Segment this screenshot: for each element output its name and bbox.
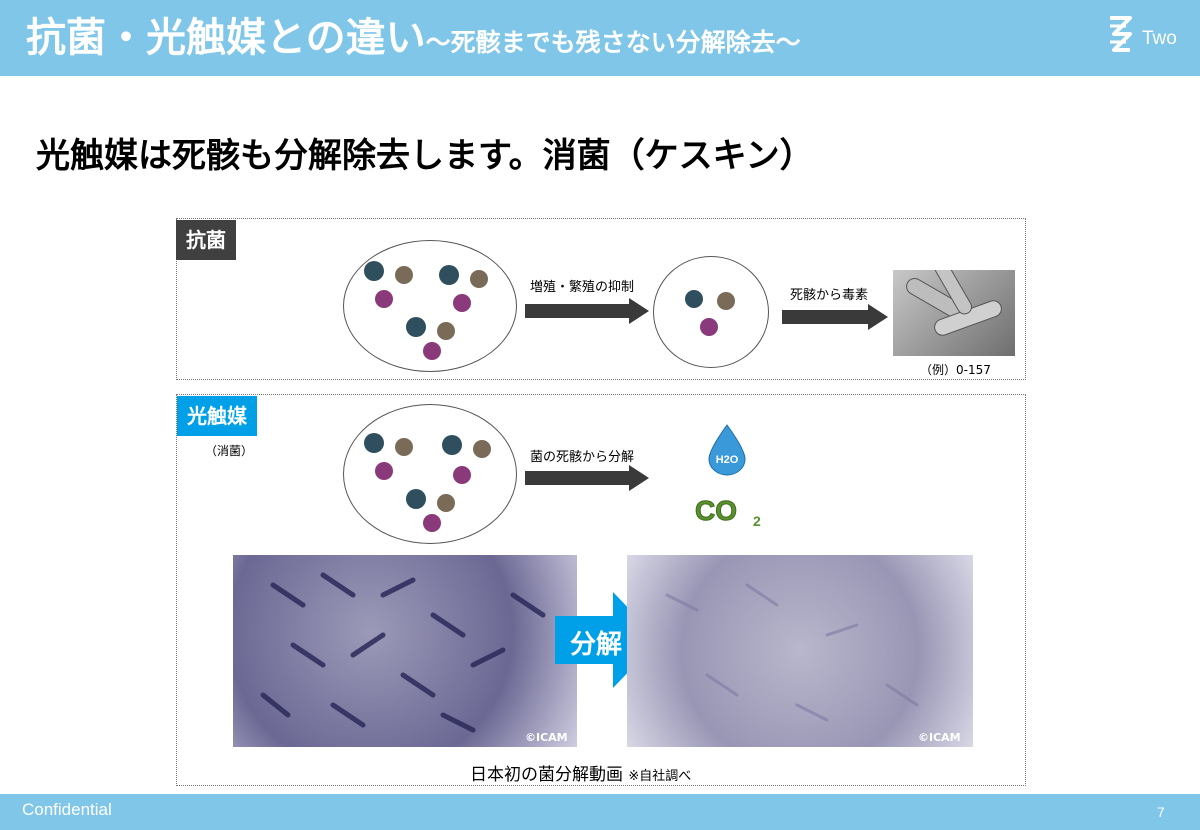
two-logo-icon (1110, 16, 1132, 52)
arrow-decompose-label: 菌の死骸から分解 (530, 450, 635, 465)
title-sub: ～死骸までも残さない分解除去～ (425, 28, 801, 57)
page-number: 7 (1157, 804, 1165, 820)
arrow-suppress-icon (525, 298, 649, 324)
bacteria-icon (364, 433, 491, 532)
after-micrograph (627, 555, 973, 747)
h2o-drop-icon: H2O (708, 424, 746, 476)
decompose-arrow-label: 分解 (570, 630, 623, 660)
before-micrograph (233, 555, 577, 747)
co2-icon: CO 2 (695, 495, 762, 530)
after-credit: ©ICAM (918, 731, 961, 744)
video-caption: 日本初の菌分解動画 ※自社調べ (470, 760, 691, 785)
photocatalyst-label: 光触媒 (177, 396, 257, 436)
header-bar (0, 0, 1200, 76)
bacteria-sem-image (893, 270, 1015, 356)
photocatalyst-panel (176, 394, 1026, 786)
bacteria-icon (364, 261, 488, 360)
title-main: 抗菌・光触媒との違い (26, 15, 426, 61)
arrow-decompose-icon (525, 465, 649, 491)
headline: 光触媒は死骸も分解除去します。消菌（ケスキン） (36, 136, 814, 176)
antibacterial-panel (176, 218, 1026, 380)
arrow-toxin-icon (782, 304, 888, 330)
bacteria-cluster-large (343, 240, 517, 372)
bacteria-icon (685, 290, 735, 336)
bacteria-icons-small (685, 290, 735, 336)
footer-bar (0, 794, 1200, 830)
caption-note: ※自社調べ (628, 769, 692, 784)
arrow-suppress-label: 増殖・繁殖の抑制 (530, 280, 635, 295)
svg-text:2: 2 (753, 513, 761, 529)
bacteria-cluster-small (653, 256, 769, 368)
logo-text: Two (1142, 28, 1177, 49)
caption-main: 日本初の菌分解動画 (470, 765, 623, 785)
example-caption: （例）0-157 (920, 363, 991, 377)
footer-confidential: Confidential (22, 800, 112, 819)
svg-text:CO: CO (695, 495, 737, 526)
svg-text:H2O: H2O (716, 454, 739, 466)
photocatalyst-sublabel: （消菌） (205, 444, 254, 458)
bacteria-icons (364, 261, 488, 360)
antibacterial-label: 抗菌 (176, 220, 236, 260)
bacteria-icons-photocatalyst (364, 433, 491, 532)
arrow-toxin-label: 死骸から毒素 (790, 288, 869, 303)
before-credit: ©ICAM (525, 731, 568, 744)
slide-title: 抗菌・光触媒との違い～死骸までも残さない分解除去～ (26, 8, 801, 73)
bacteria-cluster-photocatalyst (343, 404, 517, 544)
